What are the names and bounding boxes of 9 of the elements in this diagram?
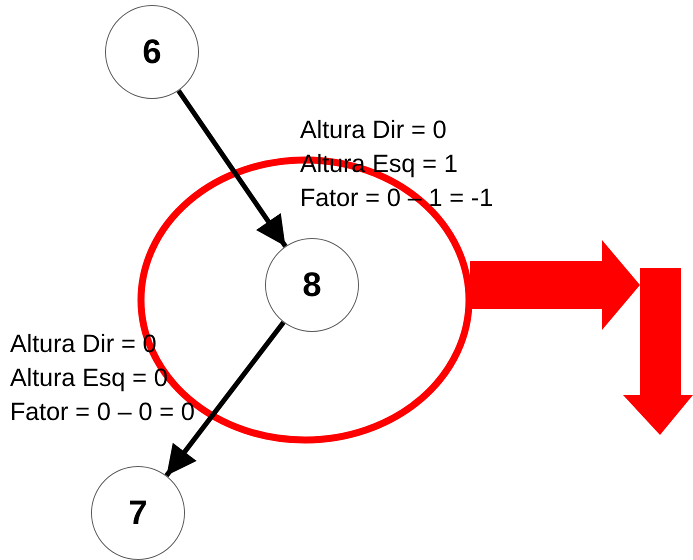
node-number: 7 <box>128 494 148 532</box>
balance-factor-text: Altura Esq = 1 <box>300 149 458 180</box>
node-number: 6 <box>142 32 162 72</box>
balance-factor-text: Altura Dir = 0 <box>300 115 447 146</box>
arrow <box>164 320 286 478</box>
node-number: 8 <box>302 266 322 304</box>
balance-factor-text: Fator = 0 – 0 = 0 <box>10 397 195 428</box>
balance-factor-text: Altura Esq = 0 <box>10 363 168 394</box>
arrow <box>176 89 288 248</box>
